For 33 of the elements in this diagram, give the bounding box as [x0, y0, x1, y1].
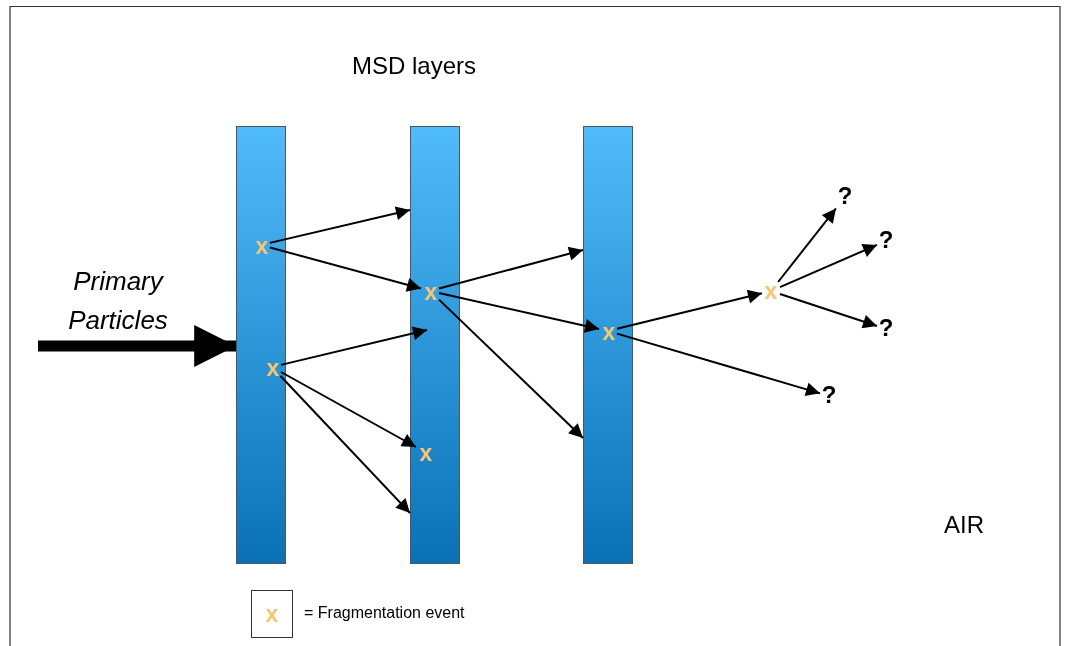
legend-sample-box: [251, 590, 293, 638]
unknown-fragment-mark: ?: [821, 384, 837, 408]
fragmentation-mark: x: [763, 282, 779, 300]
fragmentation-mark: x: [418, 444, 434, 462]
arrow: [280, 371, 417, 448]
arrow: [777, 207, 837, 283]
arrow: [616, 332, 821, 397]
arrow: [269, 206, 411, 244]
legend-text: = Fragmentation event: [304, 604, 465, 622]
arrow: [438, 292, 600, 333]
fragmentation-mark: x: [254, 237, 270, 255]
arrow: [269, 246, 422, 292]
fragmentation-mark: x: [265, 600, 279, 628]
arrow: [38, 325, 236, 367]
arrow: [616, 289, 763, 330]
unknown-fragment-mark: ?: [878, 317, 894, 341]
beam-label: Primary Particles: [67, 265, 169, 337]
detector-layer-bar: [410, 126, 460, 564]
arrow: [438, 298, 584, 439]
unknown-fragment-mark: ?: [878, 229, 894, 253]
fragmentation-mark: x: [601, 323, 617, 341]
fragmentation-mark: x: [265, 359, 281, 377]
detector-layer-bar: [583, 126, 633, 564]
arrow: [279, 375, 411, 514]
arrow: [438, 246, 584, 290]
arrow: [779, 243, 878, 289]
arrow: [280, 326, 428, 366]
unknown-fragment-mark: ?: [837, 185, 853, 209]
fragmentation-mark: x: [423, 283, 439, 301]
arrow: [779, 292, 878, 329]
detector-layer-bar: [236, 126, 286, 564]
diagram-heading: MSD layers: [352, 52, 477, 80]
medium-label: AIR: [944, 511, 984, 539]
